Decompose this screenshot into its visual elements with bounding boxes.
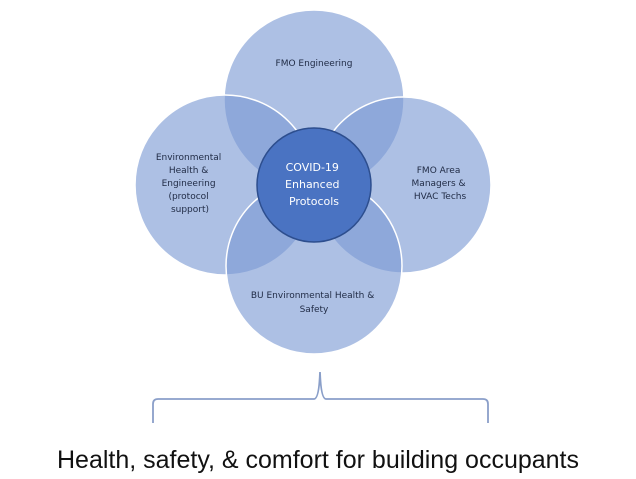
- label-center: COVID-19 Enhanced Protocols: [285, 161, 343, 208]
- label-top: FMO Engineering: [276, 59, 353, 69]
- circle-center: [256, 127, 372, 243]
- caption: Health, safety, & comfort for building o…: [56, 446, 580, 474]
- label-right: FMO Area Managers & HVAC Techs: [412, 166, 469, 202]
- label-left: Environmental Health & Engineering (prot…: [156, 153, 224, 215]
- label-bottom: BU Environmental Health & Safety: [251, 291, 377, 315]
- curly-bracket: [152, 371, 489, 423]
